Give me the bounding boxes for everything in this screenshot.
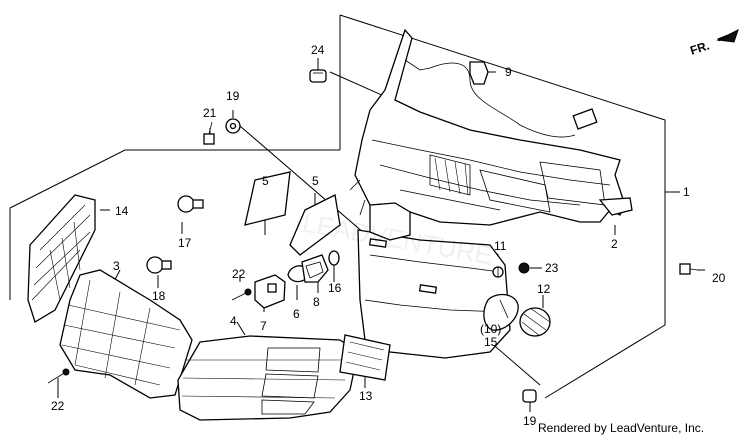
callout-10: (10) <box>480 322 501 336</box>
callout-21: 21 <box>203 106 217 120</box>
callout-17: 17 <box>178 236 192 250</box>
callout-22-lower: 22 <box>51 399 65 413</box>
callout-7: 7 <box>260 319 267 333</box>
lower-bracket <box>357 202 511 359</box>
front-direction-label: FR. <box>688 38 711 57</box>
callout-23: 23 <box>545 261 559 275</box>
bulb-16 <box>328 250 340 266</box>
callout-20: 20 <box>712 271 726 285</box>
callout-5-left: 5 <box>262 174 269 188</box>
callout-1: 1 <box>683 185 690 199</box>
callouts: 1 2 3 4 5 5 6 7 8 9 (10) 11 12 13 14 15 … <box>51 43 726 428</box>
lens-5-right <box>289 194 341 256</box>
front-direction-indicator: FR. <box>688 29 739 58</box>
callout-9: 9 <box>505 65 512 79</box>
callout-13: 13 <box>359 389 373 403</box>
screw-22-upper <box>231 288 252 301</box>
callout-19-upper: 19 <box>226 89 240 103</box>
socket-7 <box>254 274 286 309</box>
washer-19b <box>522 389 537 403</box>
callout-16: 16 <box>328 281 342 295</box>
holder-8 <box>301 254 329 283</box>
callout-12: 12 <box>537 282 551 296</box>
callout-18: 18 <box>152 289 166 303</box>
callout-6: 6 <box>293 307 300 321</box>
bolt-20 <box>679 263 699 275</box>
clip-9 <box>469 61 489 85</box>
nut-11 <box>492 266 504 278</box>
callout-19-lower: 19 <box>523 414 537 428</box>
callout-2: 2 <box>611 237 618 251</box>
nut-23 <box>518 262 530 274</box>
callout-24: 24 <box>311 43 325 57</box>
headlight-housing <box>349 28 633 226</box>
reflector-13 <box>339 334 391 381</box>
grommet-10-15 <box>483 293 519 331</box>
callout-8: 8 <box>313 295 320 309</box>
lens-5-left <box>244 171 291 226</box>
callout-15: 15 <box>484 335 498 349</box>
callout-22-upper: 22 <box>232 267 246 281</box>
callout-3: 3 <box>113 259 120 273</box>
bulb-17 <box>177 195 204 213</box>
callout-5-right: 5 <box>312 174 319 188</box>
lens-3 <box>59 269 193 399</box>
reflector-12 <box>519 307 551 337</box>
screw-21 <box>203 121 215 145</box>
bulb-18 <box>146 256 172 274</box>
callout-14: 14 <box>115 204 129 218</box>
callout-4: 4 <box>230 314 237 328</box>
washer-19a <box>225 118 241 134</box>
callout-11: 11 <box>494 239 507 253</box>
turn-lens-14 <box>27 194 96 323</box>
screw-22-lower <box>47 368 70 384</box>
credit-text: Rendered by LeadVenture, Inc. <box>538 421 704 435</box>
bolt-24 <box>309 69 327 83</box>
lens-4 <box>177 335 359 421</box>
